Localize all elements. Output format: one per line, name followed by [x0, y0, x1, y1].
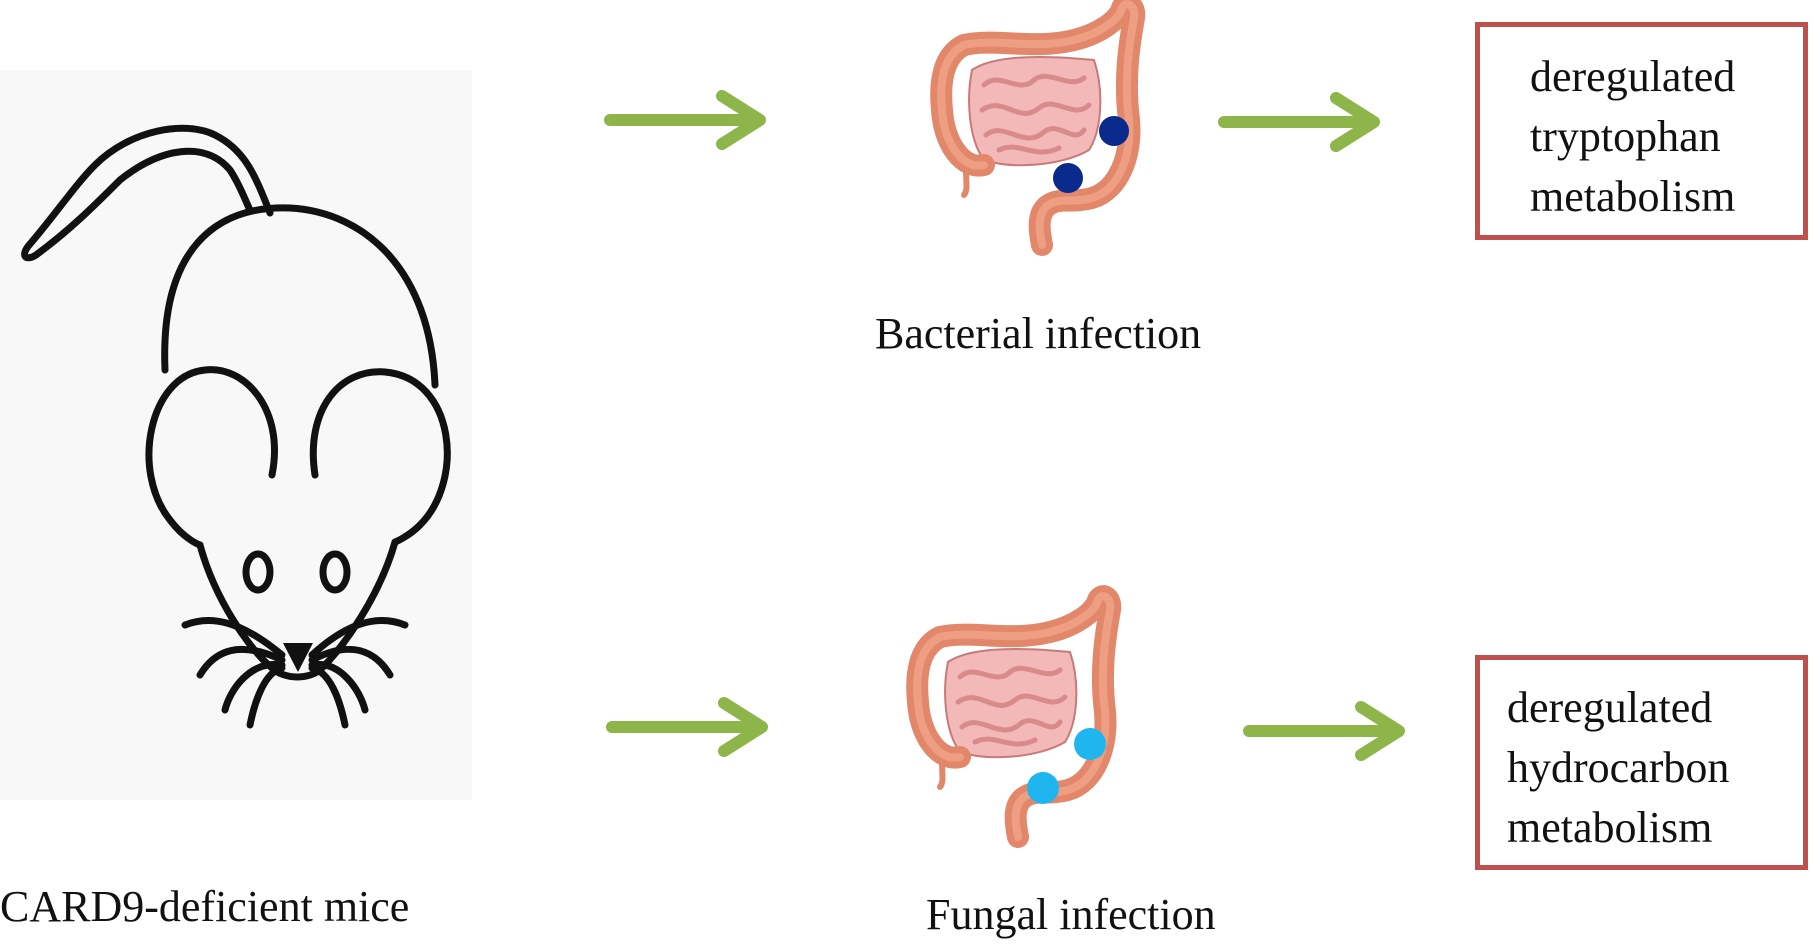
mouse-icon — [0, 70, 472, 800]
bacterial-infection-label: Bacterial infection — [875, 309, 1202, 358]
outcome-line: metabolism — [1530, 172, 1736, 221]
arrow-bacterial-to-outcome — [1218, 92, 1380, 152]
mouse-eye-left — [242, 550, 274, 594]
outcome-line: deregulated — [1507, 683, 1713, 732]
mouse-whiskers-left — [181, 616, 286, 729]
intestine-icon — [906, 585, 1122, 848]
outcome-line: hydrocarbon — [1507, 743, 1730, 792]
fungus-marker — [1027, 772, 1059, 804]
bacteria-marker — [1053, 163, 1083, 193]
mouse-eye-right — [319, 550, 351, 594]
outcome-line: metabolism — [1507, 803, 1713, 852]
hydrocarbon-outcome-box: deregulated hydrocarbon metabolism — [1475, 655, 1808, 870]
mouse-ear-left — [145, 366, 278, 549]
tryptophan-outcome-box: deregulated tryptophan metabolism — [1475, 22, 1808, 240]
subject-label: CARD9-deficient mice — [0, 882, 410, 931]
arrow-fungal-to-outcome — [1243, 701, 1405, 761]
mouse-whiskers-right — [308, 616, 409, 729]
fungus-marker — [1074, 728, 1106, 760]
bacteria-marker — [1099, 116, 1129, 146]
intestine-icon — [930, 0, 1146, 256]
arrow-mouse-to-bacterial — [604, 90, 766, 150]
mouse-tail — [21, 124, 274, 262]
mouse-body — [161, 204, 439, 389]
mouse-nose — [283, 643, 313, 672]
mouse-ear-right — [309, 368, 451, 546]
arrow-mouse-to-fungal — [606, 697, 768, 757]
fungal-infection-label: Fungal infection — [926, 890, 1216, 939]
mouse-head — [196, 538, 399, 681]
outcome-line: deregulated — [1530, 52, 1736, 101]
outcome-line: tryptophan — [1530, 112, 1721, 161]
